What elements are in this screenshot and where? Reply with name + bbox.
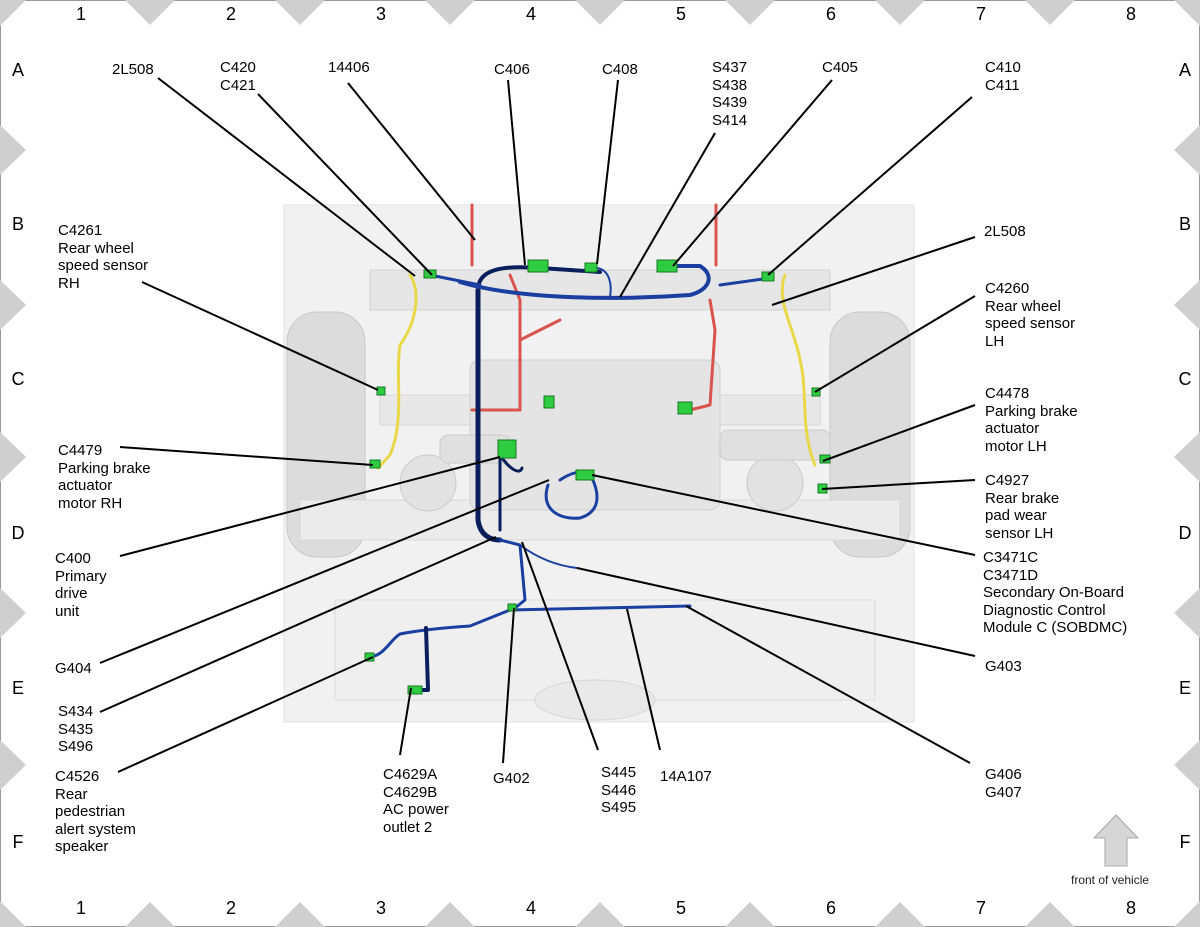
- label-c406: C406: [494, 61, 530, 78]
- label-s434-s496: S434 S435 S496: [58, 703, 94, 755]
- wheel-rh: [286, 311, 366, 558]
- label-g404: G404: [55, 660, 92, 677]
- leader-lines: [99, 77, 976, 773]
- row-label-f-right: F: [1179, 832, 1191, 852]
- col-label-5-bottom: 5: [675, 898, 686, 918]
- connectors: [364, 259, 831, 695]
- label-g402: G402: [493, 770, 530, 787]
- bottom-chevrons: [0, 901, 1200, 927]
- label-c400: C400 Primary drive unit: [55, 550, 107, 620]
- wiring-harness: [368, 203, 817, 692]
- col-label-4-bottom: 4: [525, 898, 536, 918]
- connector-mid-1: [543, 395, 555, 409]
- col-label-3-bottom: 3: [375, 898, 386, 918]
- row-label-f-left: F: [12, 832, 24, 852]
- label-c4927: C4927 Rear brake pad wear sensor LH: [985, 472, 1060, 542]
- row-label-c-right: C: [1178, 369, 1192, 389]
- label-c4478: C4478 Parking brake actuator motor LH: [985, 385, 1078, 455]
- row-label-d-left: D: [11, 523, 25, 543]
- label-c408: C408: [602, 61, 638, 78]
- col-label-1-bottom: 1: [75, 898, 86, 918]
- vehicle-underbody-illustration: [283, 204, 915, 723]
- label-c4629a-c4629b: C4629A C4629B AC power outlet 2: [383, 766, 449, 836]
- label-2l508-lh: 2L508: [984, 223, 1026, 240]
- row-label-e-right: E: [1178, 678, 1191, 698]
- label-c3471c-c3471d: C3471C C3471D Secondary On-Board Diagnos…: [983, 549, 1128, 636]
- row-label-a-right: A: [1178, 60, 1191, 80]
- col-label-8-bottom: 8: [1125, 898, 1136, 918]
- label-c4260: C4260 Rear wheel speed sensor LH: [985, 280, 1076, 350]
- wheel-lh: [829, 311, 911, 558]
- row-label-a-left: A: [11, 60, 24, 80]
- row-label-c-left: C: [11, 369, 25, 389]
- label-2l508-rh: 2L508: [112, 61, 154, 78]
- top-chevrons: [0, 0, 1200, 26]
- col-label-1-top: 1: [75, 4, 86, 24]
- label-14a107: 14A107: [660, 768, 712, 785]
- connector-c400: [497, 439, 517, 459]
- row-label-b-right: B: [1178, 214, 1191, 234]
- col-label-2-bottom: 2: [225, 898, 236, 918]
- label-c4526: C4526 Rear pedestrian alert system speak…: [55, 768, 136, 855]
- row-label-e-left: E: [11, 678, 24, 698]
- col-label-5-top: 5: [675, 4, 686, 24]
- label-c4479: C4479 Parking brake actuator motor RH: [58, 442, 151, 512]
- connector-c406: [527, 259, 549, 273]
- connector-c405: [656, 259, 678, 273]
- label-g403: G403: [985, 658, 1022, 675]
- right-chevrons: [1174, 125, 1200, 790]
- front-of-vehicle-arrow-icon: [1092, 814, 1140, 867]
- col-label-6-top: 6: [825, 4, 836, 24]
- connector-c4261: [376, 386, 386, 396]
- connector-c410: [761, 271, 775, 282]
- col-label-6-bottom: 6: [825, 898, 836, 918]
- connector-c408: [584, 262, 598, 273]
- connector-c4629: [407, 685, 423, 695]
- label-s445-s495: S445 S446 S495: [601, 764, 637, 816]
- col-label-4-top: 4: [525, 4, 536, 24]
- connector-mid-2: [677, 401, 693, 415]
- row-label-b-left: B: [11, 214, 24, 234]
- label-s437-s414: S437 S438 S439 S414: [712, 59, 748, 129]
- label-c405: C405: [822, 59, 858, 76]
- row-label-d-right: D: [1178, 523, 1192, 543]
- col-label-8-top: 8: [1125, 4, 1136, 24]
- left-chevrons: [0, 125, 26, 790]
- col-label-7-top: 7: [975, 4, 986, 24]
- connector-c4526: [364, 652, 375, 662]
- label-c410-c411: C410 C411: [985, 59, 1021, 94]
- label-c4261: C4261 Rear wheel speed sensor RH: [58, 222, 149, 292]
- connector-g402: [507, 603, 517, 612]
- col-label-7-bottom: 7: [975, 898, 986, 918]
- col-label-3-top: 3: [375, 4, 386, 24]
- front-of-vehicle-label: front of vehicle: [1071, 873, 1150, 887]
- label-g406-g407: G406 G407: [985, 766, 1022, 801]
- col-label-2-top: 2: [225, 4, 236, 24]
- label-14406: 14406: [328, 59, 370, 76]
- label-c420-c421: C420 C421: [220, 59, 256, 94]
- connector-c3471: [575, 469, 595, 481]
